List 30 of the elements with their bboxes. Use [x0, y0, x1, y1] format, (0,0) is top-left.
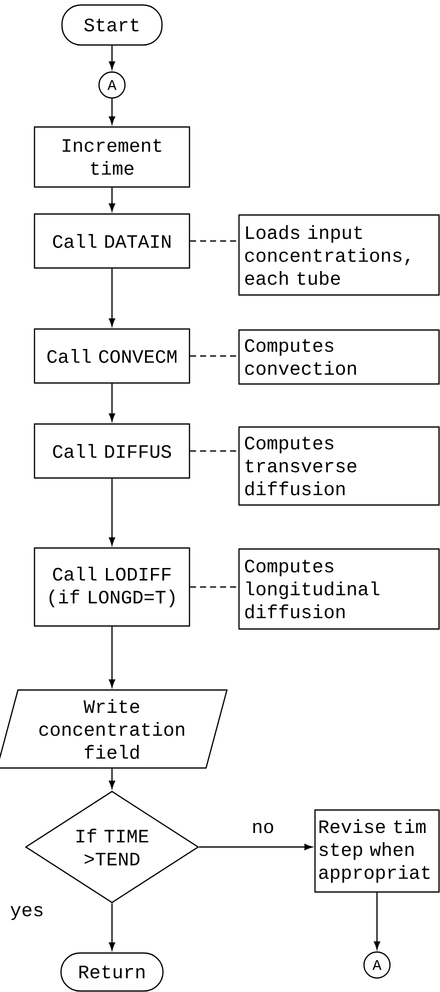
- process-box: Revise tim step when appropriat: [314, 809, 440, 893]
- arrow: [108, 98, 116, 124]
- start-terminal: Start: [61, 4, 163, 46]
- comment-box: Computes longitudinal diffusion: [238, 548, 440, 630]
- arrow: [108, 188, 116, 212]
- arrow: [108, 903, 116, 950]
- comment-box: Computes convection: [238, 329, 440, 385]
- edge-label: no: [250, 822, 276, 834]
- io-parallelogram: Write concentration field: [0, 689, 228, 769]
- arrow: [108, 768, 116, 789]
- process-box: Increment time: [34, 126, 190, 188]
- connector-line: [190, 240, 238, 242]
- arrow: [108, 626, 116, 688]
- arrow: [198, 844, 312, 850]
- connector-line: [190, 355, 238, 357]
- comment-box: Loads input concentrations, each tube: [238, 214, 440, 296]
- connector-line: [190, 450, 238, 452]
- end-terminal: Return: [60, 952, 164, 992]
- process-box: Call DIFFUS: [34, 423, 190, 479]
- process-box: Call LODIFF (if LONGD=T): [34, 547, 190, 627]
- arrow: [374, 892, 380, 950]
- connector-line: [190, 586, 238, 588]
- edge-label: yes: [8, 904, 46, 922]
- arrow: [108, 268, 116, 326]
- comment-box: Computes transverse diffusion: [238, 426, 440, 506]
- arrow: [108, 46, 116, 70]
- arrow: [108, 478, 116, 546]
- arrow: [108, 384, 116, 422]
- process-box: Call DATAIN: [34, 213, 190, 269]
- process-box: Call CONVECM: [34, 328, 190, 384]
